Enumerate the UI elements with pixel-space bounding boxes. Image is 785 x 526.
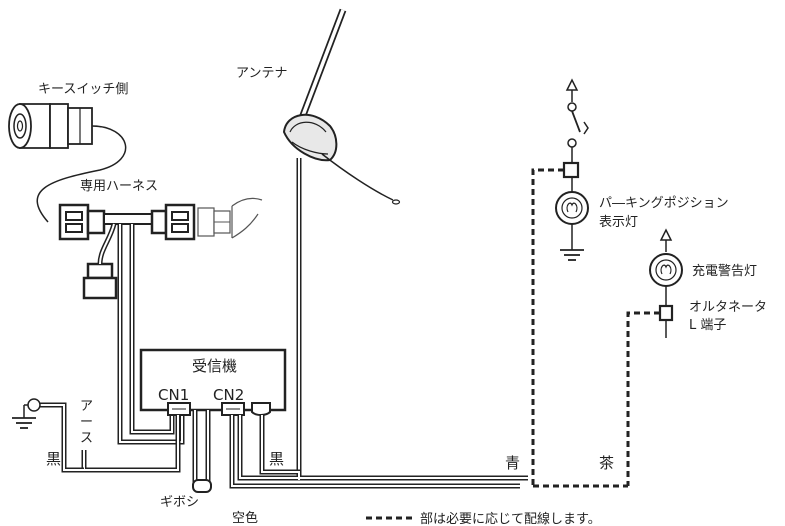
brown-wire-label: 茶 bbox=[599, 454, 614, 472]
parking-lamp-circuit bbox=[555, 78, 589, 261]
blue-wire-label: 青 bbox=[505, 454, 520, 472]
gibosi-terminal-icon bbox=[192, 479, 212, 493]
key-switch-label: キースイッチ側 bbox=[38, 82, 128, 97]
harness-icon bbox=[58, 197, 263, 241]
earth-label-su: ス bbox=[80, 431, 93, 446]
legend-note: 部は必要に応じて配線します。 bbox=[420, 511, 601, 526]
earth-label-dash: ー bbox=[80, 415, 93, 430]
alternator-label-2: L 端子 bbox=[689, 318, 726, 333]
charge-warning-label: 充電警告灯 bbox=[692, 263, 757, 279]
key-switch-connector-icon bbox=[8, 103, 93, 149]
branch-connector-icon bbox=[82, 262, 118, 300]
parking-lamp-label-2: 表示灯 bbox=[599, 215, 638, 230]
parking-lamp-label-1: パ―キングポジション bbox=[599, 196, 729, 211]
cn2-label: CN2 bbox=[213, 386, 244, 404]
harness-label: 専用ハーネス bbox=[80, 179, 158, 194]
receiver-label: 受信機 bbox=[192, 357, 237, 375]
spare-color-label: 空色 bbox=[232, 510, 258, 526]
earth-label-a: ア bbox=[80, 399, 93, 414]
alternator-label-1: オルタネータ bbox=[689, 300, 767, 315]
charge-warning-circuit bbox=[649, 228, 683, 338]
cn1-label: CN1 bbox=[158, 386, 189, 404]
antenna-label: アンテナ bbox=[236, 66, 287, 81]
antenna-icon bbox=[282, 8, 401, 205]
gibosi-label: ギボシ bbox=[160, 495, 199, 510]
black-wire-label-left: 黒 bbox=[46, 450, 61, 468]
black-wire-label-center: 黒 bbox=[269, 450, 284, 468]
ground-symbol-left-icon bbox=[12, 398, 41, 429]
